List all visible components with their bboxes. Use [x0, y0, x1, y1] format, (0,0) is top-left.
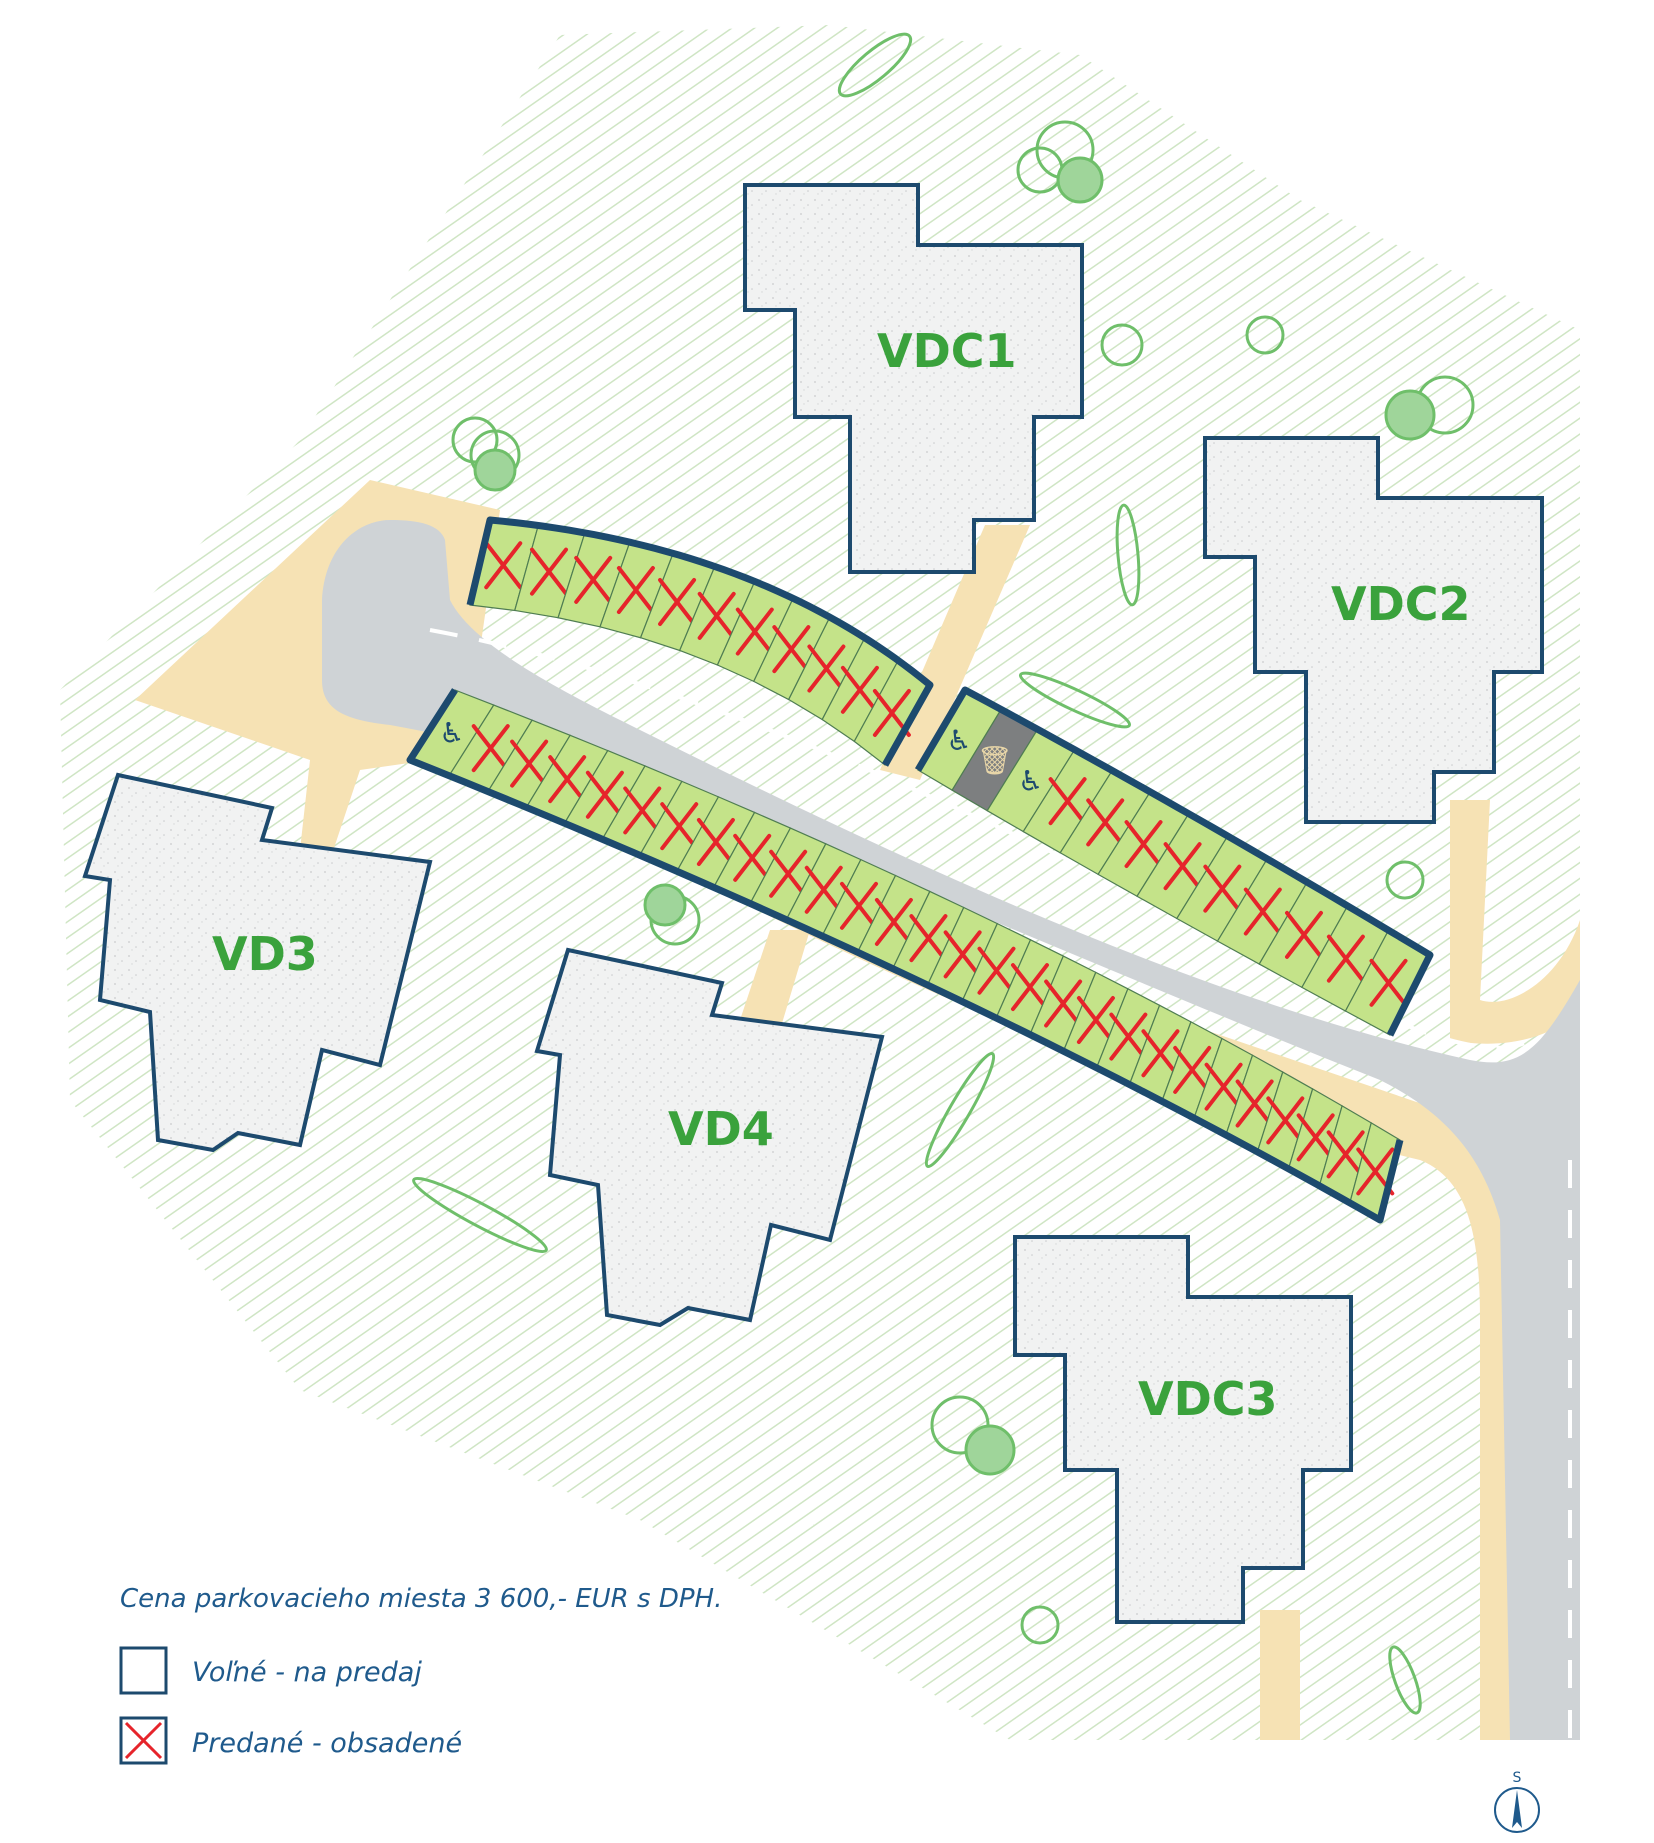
- sold-cross-icon: [804, 865, 843, 914]
- sold-cross-icon: [1086, 798, 1125, 847]
- parking-row-upper-east: ♿🗑♿: [914, 686, 1434, 1037]
- sold-cross-icon: [574, 555, 613, 604]
- tree-icon: [451, 315, 1475, 1645]
- footpath-vd4: [740, 930, 810, 1030]
- building-vdc3: [1013, 1235, 1353, 1624]
- sold-cross-icon: [977, 946, 1016, 995]
- parking-row-upper-east-border: [914, 686, 1434, 1037]
- trash-bin-icon: 🗑: [977, 744, 1013, 777]
- sold-cross-icon: [943, 930, 982, 979]
- sold-cross-icon: [484, 541, 523, 590]
- legend-free-box: [119, 1646, 168, 1695]
- wheelchair-icon: ♿: [946, 724, 971, 757]
- wheelchair-icon: ♿: [1018, 764, 1043, 797]
- sold-cross-icon: [1369, 958, 1408, 1007]
- building-vdc2: [1203, 436, 1544, 824]
- sold-cross-icon: [807, 644, 846, 693]
- sold-cross-icon: [616, 566, 655, 615]
- north-compass-icon: S: [1494, 1770, 1540, 1833]
- sold-cross-icon: [1296, 1113, 1335, 1162]
- sold-cross-icon: [1010, 963, 1049, 1012]
- compass-letter: S: [1513, 1770, 1522, 1786]
- shrub-icon: [412, 32, 1422, 1715]
- sold-cross-icon: [909, 914, 948, 963]
- road-lane-markings: [429, 628, 1532, 1050]
- sold-cross-icon: [733, 833, 772, 882]
- sold-cross-icon: [1048, 777, 1087, 826]
- legend-sold-label: Predané - obsadené: [192, 1728, 462, 1759]
- building-label-vdc3: VDC3: [1138, 1372, 1278, 1426]
- sold-cross-icon: [1109, 1012, 1148, 1061]
- road: [322, 520, 1580, 1740]
- sold-cross-icon: [623, 786, 662, 835]
- legend-sold-cross-icon: [124, 1721, 163, 1760]
- sold-cross-icon: [585, 770, 624, 819]
- building-label-vdc2: VDC2: [1331, 577, 1471, 631]
- sold-cross-icon: [548, 755, 587, 804]
- sold-cross-icon: [1203, 864, 1242, 913]
- parking-row-lower-border: [406, 688, 1404, 1224]
- sold-cross-icon: [1266, 1096, 1305, 1145]
- sold-cross-icon: [1124, 820, 1163, 869]
- sold-cross-icon: [1044, 979, 1083, 1028]
- sold-cross-icon: [510, 739, 549, 788]
- sold-cross-icon: [1163, 842, 1202, 891]
- parking-row-lower: ♿: [406, 688, 1404, 1224]
- tree-icon: [1016, 120, 1104, 204]
- legend-free-label: Voľné - na predaj: [192, 1657, 422, 1688]
- parking-row-upper-west: [466, 516, 934, 767]
- sold-cross-icon: [658, 578, 697, 627]
- sold-cross-icon: [471, 724, 510, 773]
- sold-cross-icon: [1235, 1079, 1274, 1128]
- sold-cross-icon: [697, 591, 736, 640]
- sold-cross-icon: [874, 897, 913, 946]
- sold-cross-icon: [1326, 934, 1365, 983]
- sold-cross-icon: [772, 625, 811, 674]
- parking-row-upper-west-border: [466, 516, 934, 767]
- building-label-vd4: VD4: [668, 1102, 774, 1156]
- sold-cross-icon: [1173, 1045, 1212, 1094]
- sold-cross-icon: [529, 547, 568, 596]
- sold-cross-icon: [1284, 910, 1323, 959]
- building-vd3: [82, 772, 433, 1153]
- sold-cross-icon: [660, 802, 699, 851]
- sold-cross-icon: [1141, 1029, 1180, 1078]
- building-label-vdc1: VDC1: [877, 324, 1017, 378]
- wheelchair-icon: ♿: [439, 717, 464, 750]
- footpath-vdc3: [1260, 1610, 1300, 1740]
- sold-cross-icon: [735, 607, 774, 656]
- building-vdc1: [743, 183, 1084, 574]
- sold-cross-icon: [1204, 1062, 1243, 1111]
- footpath-vdc1: [880, 525, 1030, 780]
- sold-cross-icon: [1326, 1130, 1365, 1179]
- sold-cross-icon: [769, 849, 808, 898]
- sold-cross-icon: [696, 817, 735, 866]
- sold-cross-icon: [839, 881, 878, 930]
- sold-cross-icon: [1243, 887, 1282, 936]
- sold-cross-icon: [1076, 996, 1115, 1045]
- building-label-vd3: VD3: [212, 927, 318, 981]
- sold-cross-icon: [840, 665, 879, 714]
- building-vd4: [534, 947, 885, 1328]
- price-note: Cena parkovacieho miesta 3 600,- EUR s D…: [120, 1584, 722, 1614]
- footpath-vdc2: [1450, 800, 1580, 1044]
